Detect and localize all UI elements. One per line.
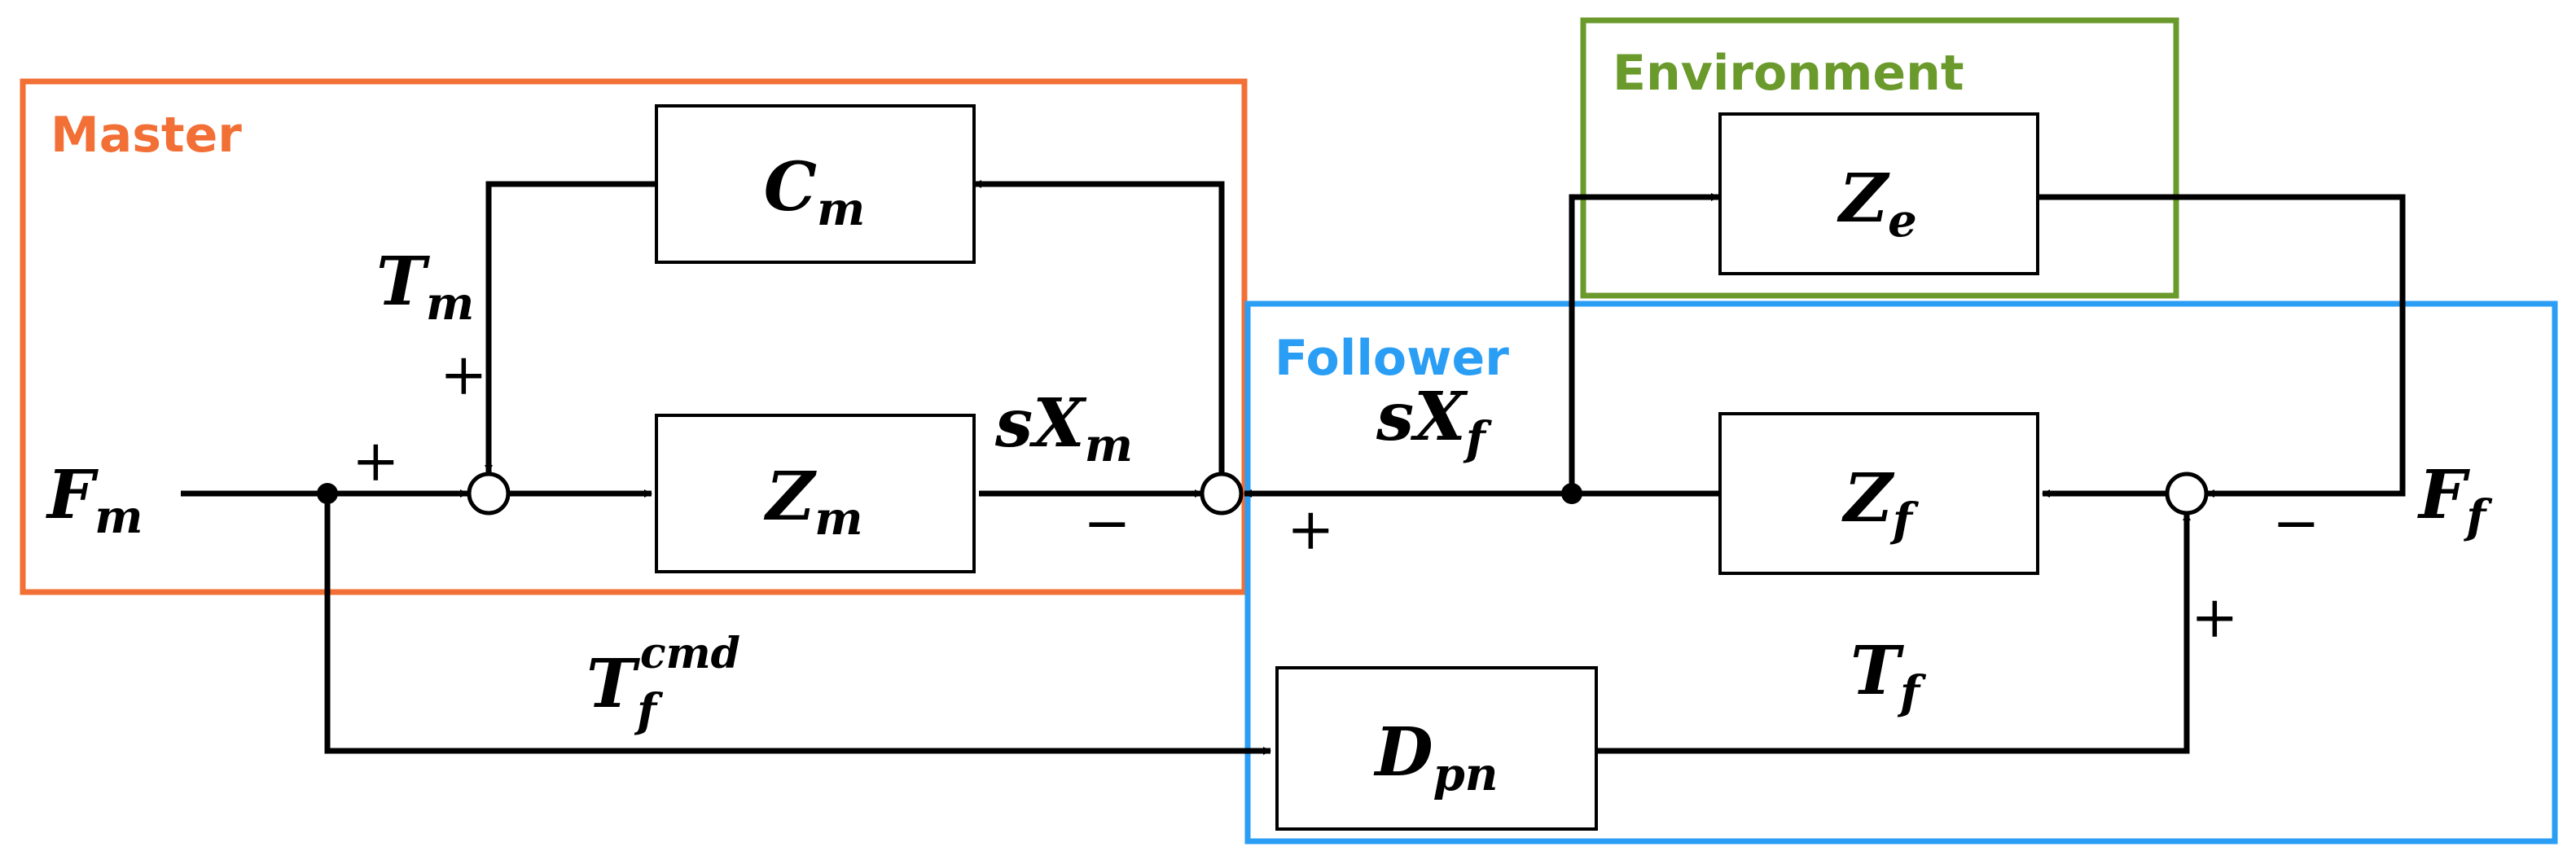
block-ze: Ze [1718,112,2039,275]
svg-text:T: T [586,645,640,723]
svg-text:Zm: Zm [763,458,862,546]
svg-text:Cm: Cm [764,148,866,236]
branch-dot-follower [1561,483,1582,504]
block-cm: Cm [655,104,976,264]
sign-plus-tf: + [2191,584,2239,651]
sign-plus-fm: + [352,428,400,494]
branch-dot-master [317,483,338,504]
environment-region [1580,17,2179,299]
sign-plus-sxf: + [1287,496,1335,563]
master-label: Master [50,107,242,164]
signal-tf-cmd: T f cmd [586,629,740,738]
wires [181,180,2406,755]
svg-text:Dpn: Dpn [1374,713,1499,801]
sign-minus-sxm: − [1083,489,1131,556]
sum-junction-center [1200,472,1244,516]
svg-text:Zf: Zf [1841,459,1920,547]
signal-sxf: sXf [1376,378,1493,466]
svg-text:f: f [634,684,664,738]
block-dpn: Dpn [1275,666,1598,831]
signal-tf: Tf [1850,632,1927,720]
signal-ff: Ff [2417,456,2493,544]
svg-text:cmd: cmd [640,629,740,678]
svg-text:Ze: Ze [1837,160,1917,248]
signal-sxm: sXm [994,384,1133,472]
master-region [20,78,1248,595]
signal-tm: Tm [376,243,474,331]
signal-fm: Fm [46,456,143,544]
block-zm: Zm [655,414,976,573]
follower-label: Follower [1275,330,1509,387]
sign-minus-ff: − [2272,489,2320,556]
sum-junction-master [467,472,511,516]
block-zf: Zf [1718,412,2039,575]
follower-region [1244,301,2558,845]
sum-junction-follower [2165,472,2209,516]
environment-label: Environment [1613,45,1964,102]
sign-plus-tm: + [440,341,488,408]
